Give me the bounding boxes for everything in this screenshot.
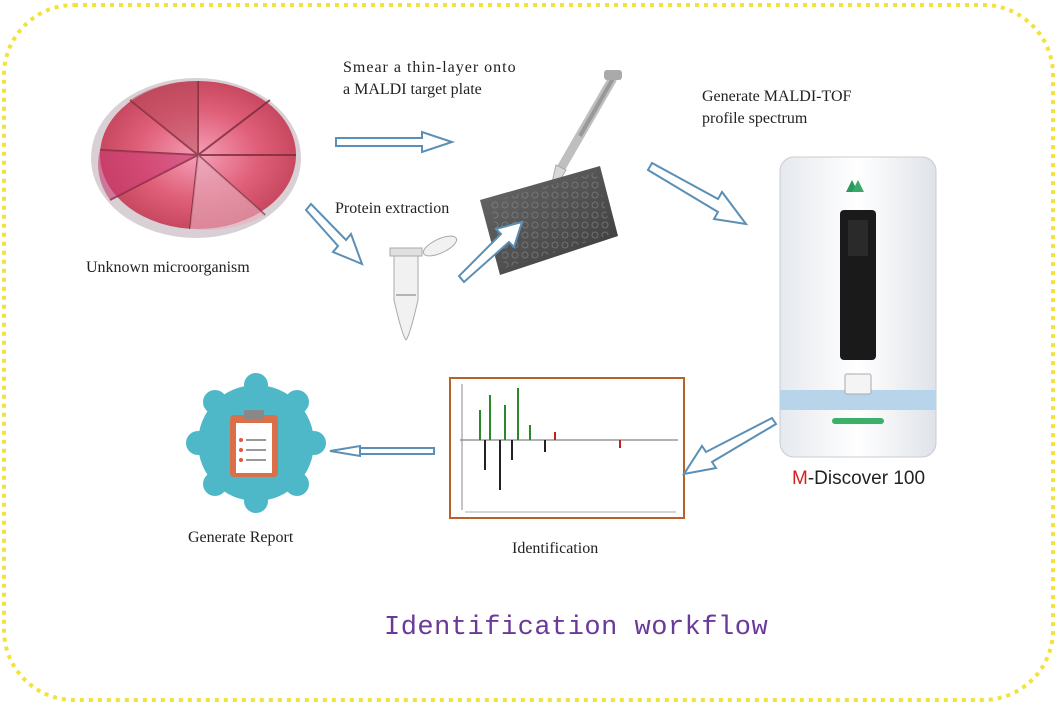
microcentrifuge-tube-image — [389, 235, 458, 341]
mass-spectrometer-image — [779, 156, 937, 458]
identification-label: Identification — [512, 540, 599, 557]
dotted-border — [2, 3, 1055, 702]
smear-label-line1: Smear a thin-layer onto — [343, 59, 517, 76]
protein-extraction-label: Protein extraction — [335, 200, 450, 217]
arrow-instrument-to-spectrum — [681, 416, 778, 476]
maldi-target-plate-image — [480, 166, 618, 275]
arrow-spectrum-to-report — [329, 444, 435, 458]
generate-spectrum-label-line2: profile spectrum — [702, 110, 808, 127]
unknown-microorganism-label: Unknown microorganism — [86, 259, 250, 276]
generate-report-label: Generate Report — [188, 529, 294, 546]
clipboard-report-icon — [186, 373, 326, 513]
diagram-title: Identification workflow — [384, 613, 769, 643]
smear-label-line2: a MALDI target plate — [343, 81, 482, 98]
arrow-petri-to-tube — [304, 202, 364, 266]
arrow-plate-to-instrument — [646, 161, 749, 226]
device-name-rest: -Discover 100 — [807, 468, 926, 489]
spectrum-chart-image — [449, 377, 685, 519]
generate-spectrum-label-line1: Generate MALDI-TOF — [702, 88, 852, 105]
device-name-prefix: M — [792, 468, 808, 489]
device-name-label: M-Discover 100 — [792, 468, 925, 490]
arrow-petri-to-plate — [335, 130, 456, 154]
arrow-tube-to-plate — [457, 220, 524, 284]
petri-dish-image — [91, 78, 301, 238]
